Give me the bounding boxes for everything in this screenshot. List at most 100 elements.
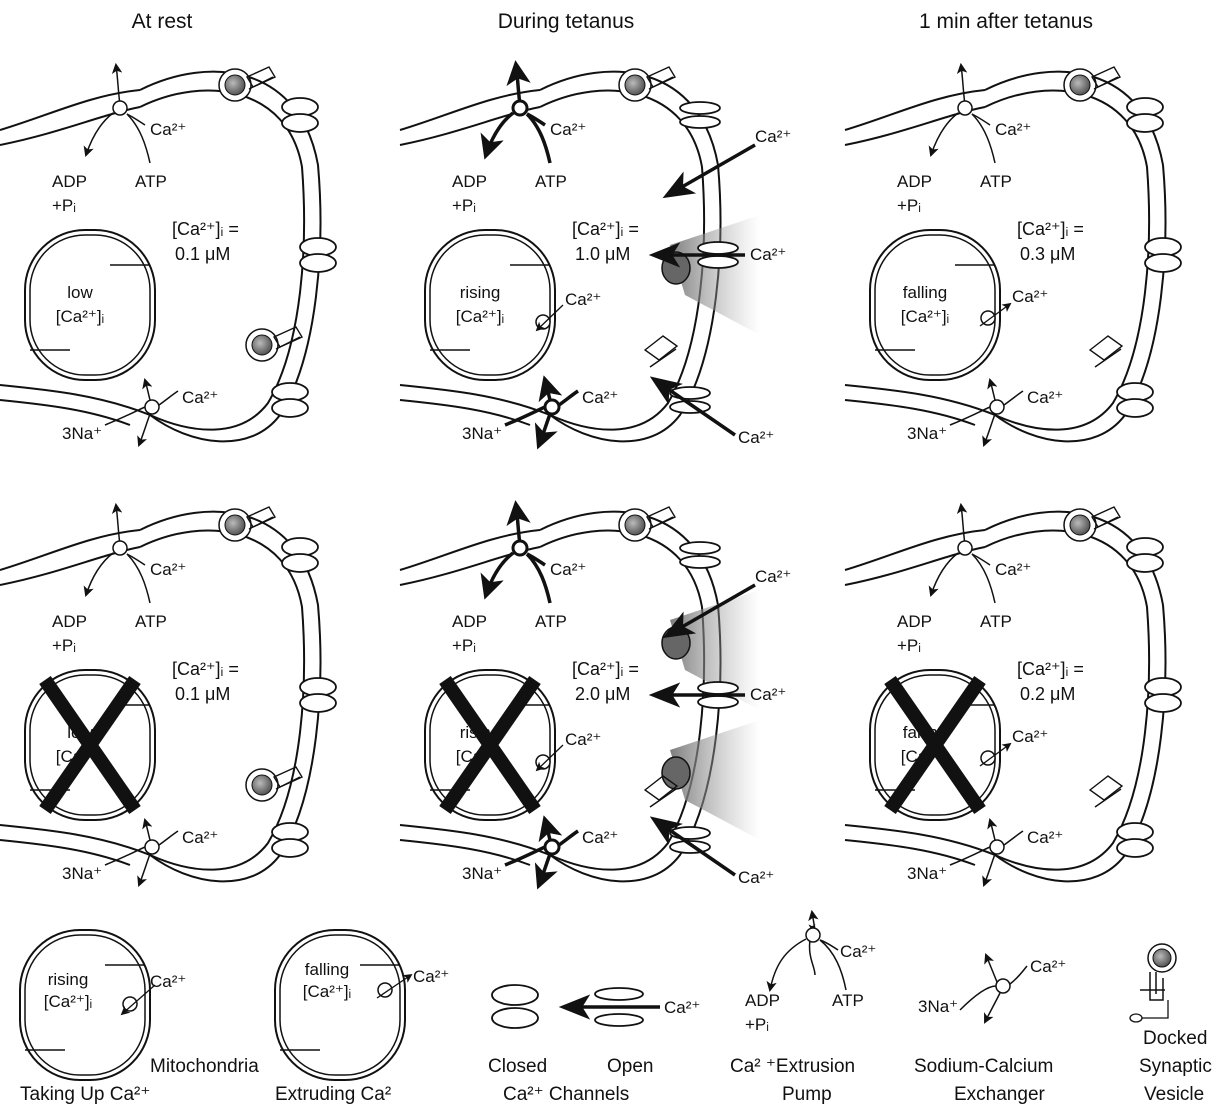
- exchanger-ca-label: Ca²⁺: [1027, 388, 1063, 407]
- channel-ca-label: Ca²⁺: [738, 868, 774, 887]
- pump-atp-label: ATP: [535, 612, 567, 631]
- extrusion-pump: Ca²⁺ ADP +Pᵢ ATP: [452, 65, 586, 215]
- calcium-channel: [1145, 678, 1181, 712]
- legend-exchanger-caption-2: Exchanger: [954, 1084, 1046, 1105]
- pump-adp-label: ADP: [452, 172, 487, 191]
- channel-ca-label: Ca²⁺: [750, 245, 786, 264]
- calcium-channel: [1127, 98, 1163, 132]
- legend-mito-extrusion-word: falling: [305, 960, 349, 979]
- legend-exchanger-na-label: 3Na⁺: [918, 997, 958, 1016]
- terminal-panel: Ca²⁺ADP+PᵢATPCa²⁺3Na⁺[Ca²⁺]ᵢ =0.2 μMfall…: [845, 505, 1181, 885]
- mitochondrion-calcium-label: [Ca²⁺]ᵢ: [901, 307, 950, 326]
- docking-complex: [645, 336, 677, 367]
- legend-pump-caption-1: Ca² ⁺Extrusion: [730, 1056, 855, 1077]
- exchanger-ca-label: Ca²⁺: [582, 828, 618, 847]
- docking-complex: [1090, 336, 1122, 367]
- calcium-channel: [300, 238, 336, 272]
- mitochondrion-state-word: falling: [903, 283, 947, 302]
- terminal-panels: Ca²⁺ADP+PᵢATPCa²⁺3Na⁺[Ca²⁺]ᵢ =0.1 μMlow[…: [0, 65, 1181, 887]
- terminal-panel: Ca²⁺ Ca²⁺ Ca²⁺ Ca²⁺ ADP +Pᵢ ATP Ca²⁺ 3Na⁺ [Ca²⁺]ᵢ…: [400, 65, 791, 447]
- calcium-channel: [1117, 383, 1153, 417]
- extrusion-pump: Ca²⁺ADP+PᵢATP: [897, 505, 1031, 655]
- column-title-at-rest: At rest: [132, 10, 193, 33]
- pump-ca-label: Ca²⁺: [995, 120, 1031, 139]
- calcium-concentration-value: 1.0 μM: [575, 244, 630, 264]
- exchanger-na-label: 3Na⁺: [462, 424, 502, 443]
- calcium-channel: [272, 383, 308, 417]
- docking-complex: [1090, 776, 1122, 807]
- legend-open-label: Open: [607, 1056, 653, 1077]
- column-title-after-tetanus: 1 min after tetanus: [919, 10, 1093, 33]
- pump-adp-label: ADP: [52, 612, 87, 631]
- calcium-concentration-label: [Ca²⁺]ᵢ =: [572, 659, 639, 679]
- pump-ca-label: Ca²⁺: [150, 120, 186, 139]
- exchanger-na-label: 3Na⁺: [62, 424, 102, 443]
- pump-ca-label: Ca²⁺: [550, 120, 586, 139]
- mitochondrion-ca-label: Ca²⁺: [1012, 287, 1048, 306]
- channel-ca-label: Ca²⁺: [755, 127, 791, 146]
- legend-mito-uptake-ca: [Ca²⁺]ᵢ: [44, 992, 93, 1011]
- calcium-channel: [1145, 238, 1181, 272]
- mitochondrion: low[Ca²⁺]ᵢ: [25, 230, 155, 380]
- legend-mito-uptake-word: rising: [48, 970, 89, 989]
- legend-open-channel: Ca²⁺: [565, 988, 700, 1026]
- legend-mito-extrusion: falling [Ca²⁺]ᵢ Ca²⁺: [275, 930, 449, 1080]
- legend: rising [Ca²⁺]ᵢ Ca²⁺ falling [Ca²⁺]ᵢ Ca²⁺…: [20, 912, 1212, 1105]
- legend-exchanger-caption-1: Sodium-Calcium: [914, 1056, 1053, 1077]
- pump-pi-label: +Pᵢ: [52, 196, 76, 215]
- pump-pi-label: +Pᵢ: [452, 196, 476, 215]
- pump-adp-label: ADP: [897, 612, 932, 631]
- exchanger-na-label: 3Na⁺: [907, 864, 947, 883]
- exchanger-na-label: 3Na⁺: [462, 864, 502, 883]
- mitochondrion-calcium-label: [Ca²⁺]ᵢ: [456, 307, 505, 326]
- calcium-concentration-label: [Ca²⁺]ᵢ =: [172, 659, 239, 679]
- pump-ca-label: Ca²⁺: [995, 560, 1031, 579]
- terminal-panel: Ca²⁺ADP+PᵢATPCa²⁺3Na⁺[Ca²⁺]ᵢ =0.1 μMlow[…: [0, 505, 336, 885]
- mitochondrion-ca-label: Ca²⁺: [565, 730, 601, 749]
- calcium-concentration-label: [Ca²⁺]ᵢ =: [172, 219, 239, 239]
- legend-mito-extrusion-ca: [Ca²⁺]ᵢ: [303, 982, 352, 1001]
- pump-pi-label: +Pᵢ: [52, 636, 76, 655]
- legend-extrusion-pump: Ca²⁺ ADP +Pᵢ ATP: [745, 912, 876, 1034]
- legend-pump-pi-label: +Pᵢ: [745, 1015, 769, 1034]
- legend-exchanger: Ca²⁺ 3Na⁺: [918, 955, 1066, 1022]
- mitochondrion-ca-label: Ca²⁺: [565, 290, 601, 309]
- extrusion-pump: Ca²⁺ADP+PᵢATP: [52, 65, 186, 215]
- mitochondrion-ca-label: Ca²⁺: [1012, 727, 1048, 746]
- calcium-channel: [670, 827, 710, 853]
- calcium-channel: [300, 678, 336, 712]
- legend-mito-uptake-ca-label: Ca²⁺: [150, 972, 186, 991]
- legend-closed-label: Closed: [488, 1056, 547, 1077]
- legend-pump-adp-label: ADP: [745, 991, 780, 1010]
- calcium-influx-arrow: [668, 145, 755, 195]
- mitochondrion-state-word: low: [67, 283, 93, 302]
- legend-channels-caption: Ca²⁺ Channels: [503, 1084, 629, 1105]
- channel-ca-label: Ca²⁺: [738, 428, 774, 447]
- fused-vesicle: [662, 757, 690, 789]
- pump-adp-label: ADP: [452, 612, 487, 631]
- calcium-channel: [282, 538, 318, 572]
- legend-open-channel-ca-label: Ca²⁺: [664, 998, 700, 1017]
- legend-pump-atp-label: ATP: [832, 991, 864, 1010]
- pump-ca-label: Ca²⁺: [150, 560, 186, 579]
- column-title-during-tetanus: During tetanus: [498, 10, 635, 33]
- pump-atp-label: ATP: [535, 172, 567, 191]
- legend-closed-channel: [492, 985, 538, 1028]
- mitochondrion-blocked-mark: [890, 680, 980, 810]
- pump-adp-label: ADP: [897, 172, 932, 191]
- mitochondrion: low[Ca²⁺]ᵢ: [25, 670, 155, 820]
- axon-membrane-bottom-inner: [845, 840, 975, 865]
- calcium-concentration-label: [Ca²⁺]ᵢ =: [1017, 659, 1084, 679]
- legend-vesicle-caption-3: Vesicle: [1144, 1084, 1204, 1105]
- pump-ca-label: Ca²⁺: [550, 560, 586, 579]
- column-titles: At rest During tetanus 1 min after tetan…: [132, 10, 1093, 33]
- calcium-concentration-value: 0.1 μM: [175, 684, 230, 704]
- axon-membrane-bottom-inner: [0, 400, 130, 425]
- calcium-concentration-value: 0.1 μM: [175, 244, 230, 264]
- pump-adp-label: ADP: [52, 172, 87, 191]
- legend-mito-extrusion-ca-label: Ca²⁺: [413, 967, 449, 986]
